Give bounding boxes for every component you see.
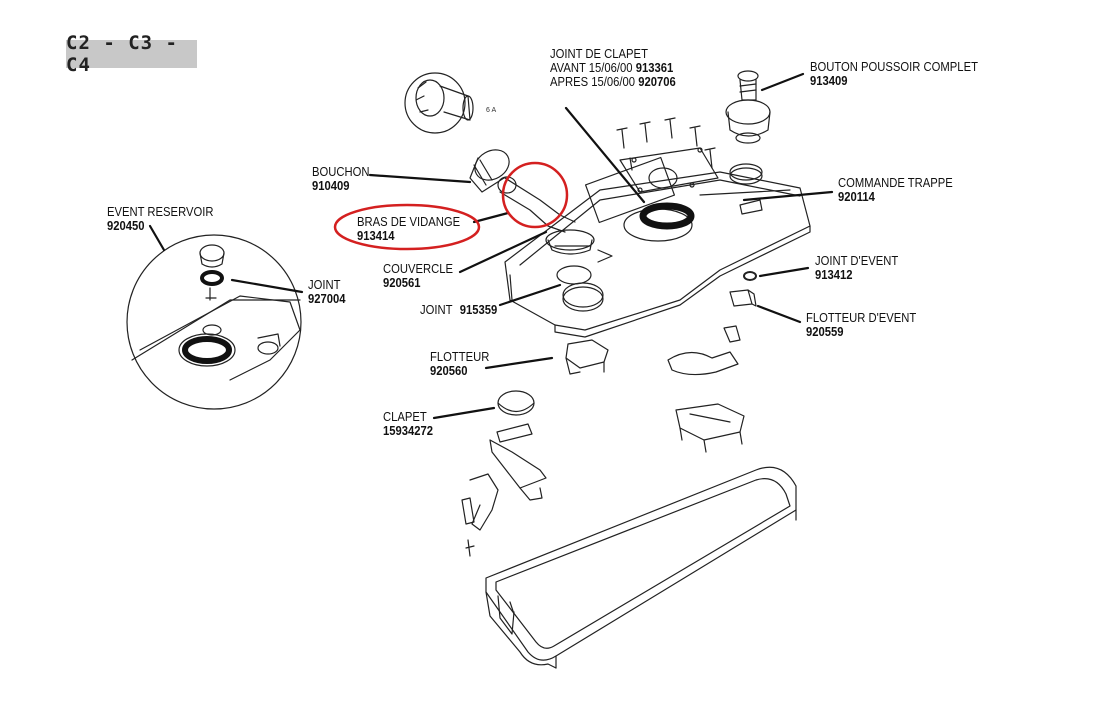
highlight-bras-label-ring [333, 203, 481, 251]
highlight-drain-arm-ring [501, 161, 569, 229]
callout-clapet [432, 406, 496, 420]
label-event-reservoir: EVENT RESERVOIR 920450 [107, 205, 214, 233]
callout-event-reservoir [148, 224, 166, 252]
label-flotteur: FLOTTEUR 920560 [430, 350, 490, 378]
screws-drawing [616, 117, 716, 171]
push-button-drawing [725, 70, 771, 185]
label-joint-clapet: JOINT DE CLAPET AVANT 15/06/00 913361 AP… [550, 47, 676, 89]
callout-flotteur [484, 356, 554, 370]
label-bouton-poussoir: BOUTON POUSSOIR COMPLET 913409 [810, 60, 978, 88]
callout-bouchon [368, 173, 472, 184]
label-flotteur-event: FLOTTEUR D'EVENT 920559 [806, 311, 917, 339]
drain-arm-drawing [497, 176, 595, 255]
label-clapet: CLAPET 15934272 [383, 410, 434, 438]
bouchon-cap-drawing [469, 149, 510, 193]
model-badge: C2 - C3 - C4 [66, 32, 197, 76]
callout-commande [742, 190, 834, 202]
label-couvercle: COUVERCLE 920561 [383, 262, 454, 290]
bouchon-detail-drawing [404, 72, 474, 134]
valve-seal-drawing [639, 202, 695, 230]
callout-joint-clapet [564, 106, 646, 204]
valve-disc-drawing [497, 390, 535, 416]
callout-bras [472, 211, 510, 224]
callout-couvercle [458, 230, 548, 274]
label-joint-927004: JOINT 927004 [308, 278, 346, 306]
label-commande-trappe: COMMANDE TRAPPE 920114 [838, 176, 953, 204]
callout-joint-915 [498, 283, 562, 307]
detail-inset-label: 6 A [486, 107, 496, 114]
float-drawing [565, 339, 609, 375]
label-bras-de-vidange: BRAS DE VIDANGE 913414 [357, 215, 461, 243]
tank-base-drawing [485, 466, 797, 669]
callout-flotteur-event [756, 304, 802, 324]
vent-float-mechanism-drawing [675, 403, 745, 453]
vent-parts-drawing [667, 271, 757, 376]
valve-mechanism-drawing [461, 423, 547, 557]
callout-joint-927 [230, 278, 304, 294]
vent-reservoir-inset-drawing [126, 234, 302, 410]
callout-joint-event [758, 266, 810, 278]
label-joint-event: JOINT D'EVENT 913412 [815, 254, 899, 282]
label-bouchon: BOUCHON 910409 [312, 165, 370, 193]
callout-bouton [760, 72, 805, 92]
